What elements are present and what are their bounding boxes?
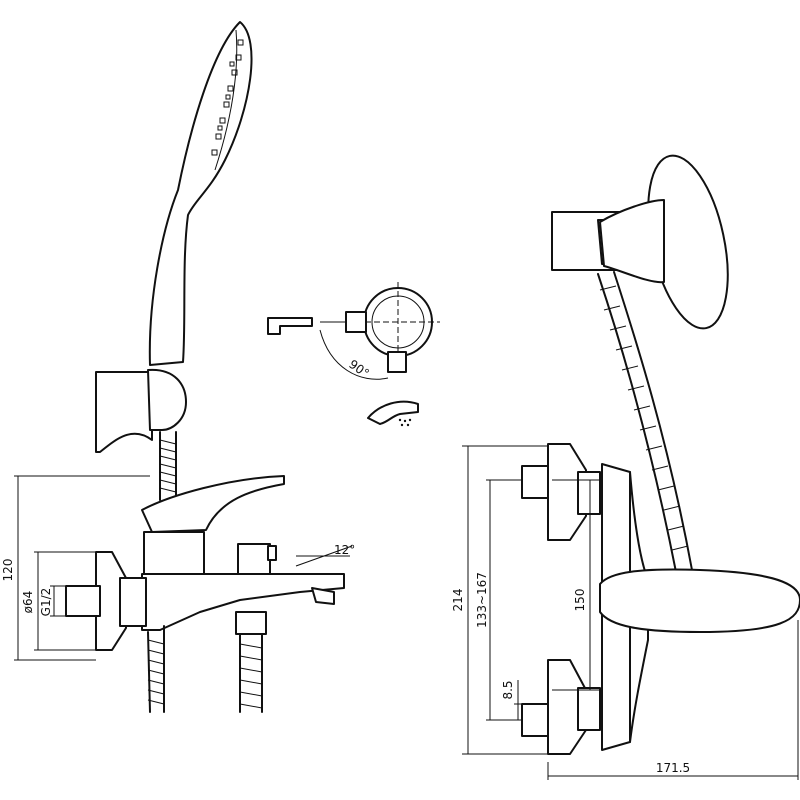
spray-nozzles-icon: [211, 39, 244, 156]
side-lever: [599, 568, 800, 633]
side-shower-bracket: [551, 154, 729, 330]
dim-diameter: ø64: [21, 591, 35, 614]
lever-profile: [267, 317, 313, 335]
rotation-detail: 90°: [267, 282, 440, 427]
rotation-arc: [319, 329, 389, 380]
mixer-lever-handle: [141, 475, 285, 533]
dim-overall-height: 120: [1, 559, 15, 582]
mixer-spout: [141, 573, 345, 631]
side-hose: [597, 271, 693, 573]
water-drops-icon: [398, 418, 412, 427]
dim-range: 133~167: [475, 572, 489, 628]
dim-centers: 150: [573, 589, 587, 612]
right-mixer-view: 214 133~167 150 8.5 171.5: [451, 154, 800, 780]
left-mixer-view: 120 ø64 G1/2 12°: [1, 21, 355, 713]
spout-outlet: [311, 587, 335, 605]
dim-rotation: 90°: [346, 357, 371, 381]
dimension-lines-right: [462, 445, 799, 780]
shower-holder: [95, 368, 187, 453]
mixer-body-column: [143, 531, 205, 575]
dim-angle: 12°: [334, 543, 355, 557]
side-connection-lower: [521, 659, 601, 755]
dim-thread: G1/2: [39, 588, 53, 617]
dim-total-height: 214: [451, 589, 465, 612]
dimension-lines-left: [14, 475, 353, 661]
dim-depth: 171.5: [656, 761, 690, 775]
spout-icon: [367, 400, 419, 425]
hose-lower-left: [147, 625, 165, 713]
diverter-knob: [237, 543, 271, 575]
hand-shower-head: [148, 21, 253, 366]
wall-connection-left: [65, 551, 147, 651]
dim-offset: 8.5: [501, 680, 515, 699]
hose-lower-middle: [235, 611, 267, 713]
shower-hose-upper: [159, 431, 177, 501]
side-connection-upper: [521, 443, 601, 541]
